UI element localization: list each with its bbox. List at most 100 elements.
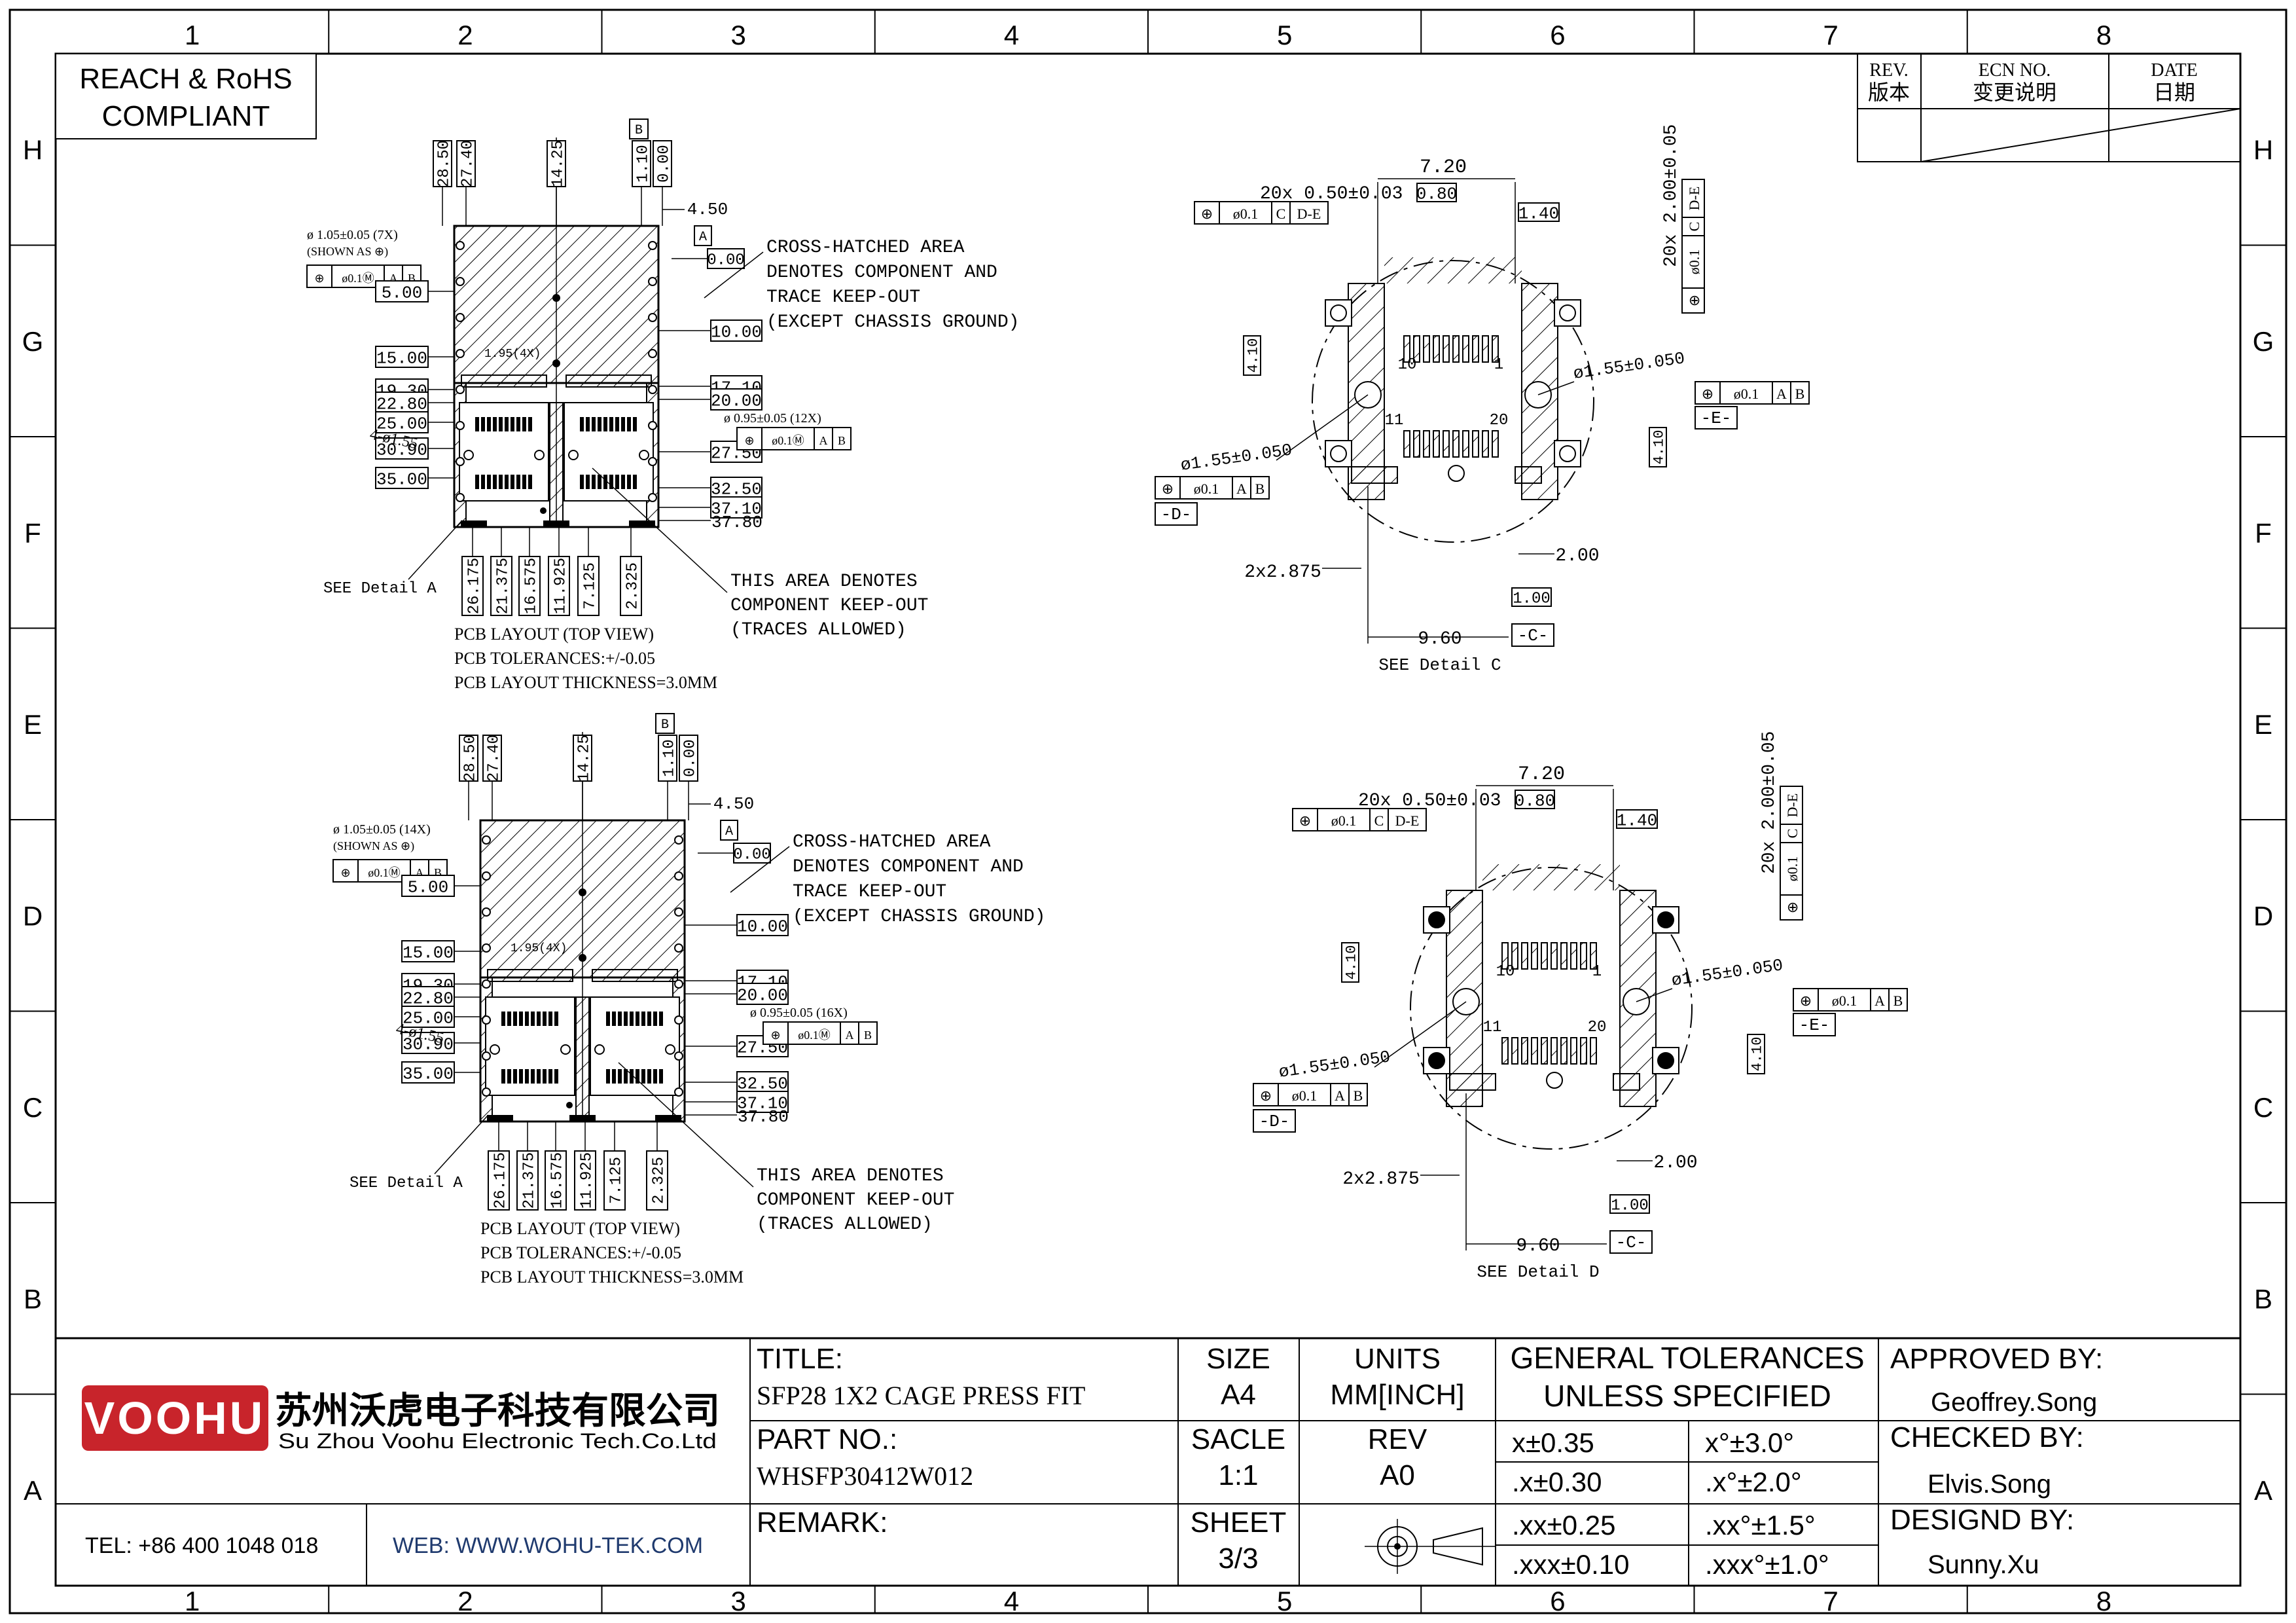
contact-pad: [1492, 335, 1499, 363]
datum-e: -E-: [1799, 1015, 1830, 1035]
left-dim-3: 22.80: [376, 394, 427, 414]
pad: [627, 417, 631, 431]
left-dim-6: 35.00: [403, 1064, 454, 1084]
top-dim-3-box: [658, 735, 677, 782]
rev-header-en: REV.: [1869, 60, 1908, 81]
pad: [627, 475, 631, 489]
left-dim-1-box: [401, 940, 455, 962]
left-fcf-cell-text-1: ø0.1: [1194, 481, 1219, 497]
title-label: TITLE:: [757, 1343, 843, 1375]
right-fcf-cell-text-0: ⊕: [1800, 993, 1812, 1009]
small-hole-fcf-cell-text-1: ø0.1Ⓜ: [772, 434, 804, 447]
wall-top: [1384, 257, 1522, 283]
contact-pad: [1501, 942, 1509, 970]
left-fcf-cell-text-2: A: [1335, 1087, 1345, 1104]
top-dim-1-box: [456, 140, 476, 187]
checked-by-label: CHECKED BY:: [1890, 1421, 2084, 1453]
hole-note: ø 1.05±0.05 (7X): [307, 228, 398, 242]
dim-410-right-box: [1649, 427, 1667, 467]
sheet-label: SHEET: [1191, 1506, 1287, 1539]
datum-e-box: [1793, 1013, 1836, 1036]
bottom-dim-2: 16.575: [522, 558, 540, 614]
pitch-fcf-detail-cell-0: [1292, 808, 1318, 831]
pad: [598, 475, 601, 489]
bottom-dim-2: 16.575: [548, 1152, 566, 1209]
contact-pad: [1482, 335, 1489, 363]
vertical-fcf-cell-text-3: D-E: [1784, 793, 1801, 818]
tolerance-title-1: GENERAL TOLERANCES: [1510, 1341, 1864, 1375]
contact-pad: [1541, 1037, 1548, 1065]
pad: [609, 475, 613, 489]
pitch-fcf-detail-cell-1: [1219, 201, 1272, 225]
right-fcf-cell-0: [1695, 381, 1721, 405]
bottom-dim-4-box: [603, 1150, 626, 1211]
see-detail-label: SEE Detail A: [350, 1175, 463, 1192]
pitch-dim: 20x 0.50±0.03: [1358, 791, 1501, 811]
grid-col-top-2: 2: [457, 20, 473, 50]
datum-b: B: [635, 123, 643, 138]
keepout-note-0: CROSS-HATCHED AREA: [766, 238, 965, 258]
press-fit-hole: [648, 241, 657, 250]
dim-410-left: 4.10: [1246, 338, 1262, 373]
top-dim-1: 27.40: [485, 735, 503, 782]
foot-0: [487, 1115, 513, 1122]
hole-fcf-cell-text-0: ⊕: [314, 272, 324, 285]
press-fit-hole: [482, 1087, 491, 1097]
leader: [618, 1062, 754, 1188]
grid-col-top-6: 6: [1550, 20, 1565, 50]
contact-pad: [1413, 430, 1420, 458]
contact-pad: [1570, 942, 1577, 970]
left-dim-5: 30.90: [403, 1034, 454, 1054]
hole-left-note: ø1.55±0.050: [1278, 1047, 1391, 1082]
top-dim-2: 14.25: [549, 140, 567, 187]
keepout-note-1: DENOTES COMPONENT AND: [766, 263, 997, 283]
layout-note-2: PCB LAYOUT THICKNESS=3.0MM: [480, 1267, 744, 1286]
datum-b-box: [629, 119, 649, 139]
area-note-0: THIS AREA DENOTES: [730, 572, 918, 592]
top-dim-3: 1.10: [634, 145, 652, 183]
grid-col-bottom-6: 6: [1550, 1586, 1565, 1616]
guide-hole: [594, 1044, 605, 1055]
tolerance-angular-0: x°±3.0°: [1705, 1427, 1794, 1458]
dim-100-box: [1511, 587, 1552, 607]
pitch-fcf-detail-cell-1: [1317, 808, 1371, 831]
foot-left: [1449, 1073, 1496, 1091]
pad: [633, 417, 637, 431]
dim-140-box: [1616, 809, 1658, 829]
pad: [606, 1069, 610, 1084]
layout-note-0: PCB LAYOUT (TOP VIEW): [480, 1219, 680, 1238]
area-note-1: COMPONENT KEEP-OUT: [730, 596, 928, 616]
left-dim-4: 25.00: [376, 414, 427, 433]
pad: [633, 475, 637, 489]
top-dim-0-box: [433, 140, 452, 187]
vertical-fcf-cell-text-3: D-E: [1686, 187, 1702, 211]
press-fit-hole: [456, 457, 465, 466]
grid-col-top-3: 3: [730, 20, 745, 50]
pad: [531, 1012, 535, 1026]
press-fit-hole: [482, 871, 491, 881]
left-fcf-cell-0: [1253, 1083, 1279, 1106]
pad: [493, 475, 497, 489]
grid-col-top-7: 7: [1823, 20, 1838, 50]
pitch-fcf-detail-cell-text-2: C: [1374, 812, 1384, 829]
grid-row-right-B: B: [2254, 1283, 2272, 1314]
pad: [531, 1069, 535, 1084]
press-fit-hole: [648, 313, 657, 322]
contact-pad: [1560, 942, 1568, 970]
pitch-dim: 20x 0.50±0.03: [1260, 184, 1403, 204]
layout-note-1: PCB TOLERANCES:+/-0.05: [454, 649, 655, 668]
grid-row-right-C: C: [2253, 1092, 2273, 1123]
pitch-fcf-detail-cell-text-1: ø0.1: [1331, 812, 1357, 829]
press-fit-hole: [674, 1087, 683, 1097]
datum-b-box: [655, 713, 675, 734]
contact-pad: [1482, 430, 1489, 458]
ecn-header-cn: 变更说明: [1973, 81, 2056, 104]
contact-pad: [1590, 1037, 1597, 1065]
center-dot: [579, 954, 586, 962]
left-dim-5-box: [401, 1032, 455, 1054]
pad: [586, 475, 590, 489]
size-value: A4: [1221, 1379, 1256, 1411]
leader: [730, 846, 790, 893]
right-dim-0-box: [736, 914, 789, 936]
